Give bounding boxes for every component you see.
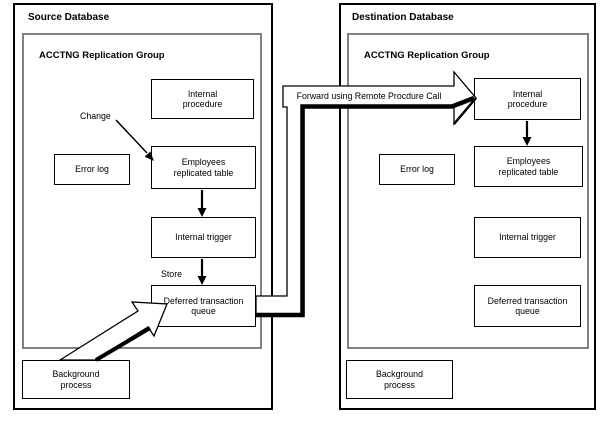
source-deferred-queue-box: Deferred transaction queue — [151, 285, 256, 327]
destination-internal-procedure-box: Internal procedure — [474, 78, 581, 120]
destination-internal-trigger-box: Internal trigger — [474, 217, 581, 258]
source-background-process-box: Background process — [22, 360, 130, 399]
store-label: Store — [161, 269, 183, 279]
destination-replication-group-title: ACCTNG Replication Group — [364, 50, 490, 61]
destination-error-log-box: Error log — [379, 154, 455, 185]
source-error-log-box: Error log — [54, 154, 130, 185]
destination-background-process-box: Background process — [346, 360, 453, 399]
source-employees-table-box: Employees replicated table — [151, 146, 256, 189]
forward-rpc-label: Forward using Remote Procdure Call — [296, 91, 442, 101]
source-replication-group-title: ACCTNG Replication Group — [39, 50, 165, 61]
change-label: Change — [80, 111, 111, 121]
source-database-title: Source Database — [28, 12, 110, 23]
destination-database-title: Destination Database — [352, 12, 454, 23]
source-internal-procedure-box: Internal procedure — [151, 79, 254, 119]
source-internal-trigger-box: Internal trigger — [151, 217, 256, 258]
destination-deferred-queue-box: Deferred transaction queue — [474, 285, 581, 327]
destination-employees-table-box: Employees replicated table — [474, 146, 583, 187]
